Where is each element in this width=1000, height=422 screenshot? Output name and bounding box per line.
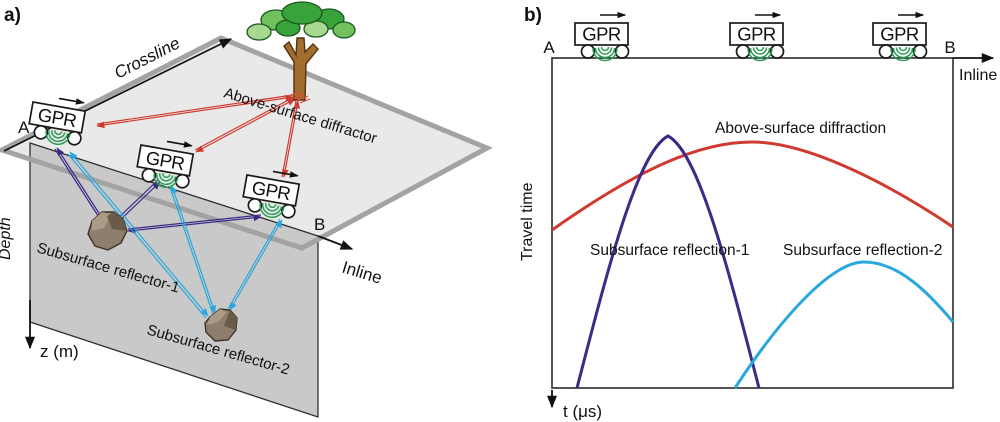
reflection2-rays xyxy=(67,151,283,319)
rock-facet-dark xyxy=(224,310,237,330)
rock-facet-dark xyxy=(107,212,127,231)
diffraction-ray xyxy=(281,100,301,178)
point-b-label-a: B xyxy=(314,215,325,234)
canopy-blob xyxy=(281,1,323,25)
gpr-cart-b2 xyxy=(730,15,784,61)
plot-box xyxy=(551,57,954,389)
reflection1-curve-label: Subsurface reflection-1 xyxy=(590,242,749,259)
panel-b-label: b) xyxy=(524,5,542,26)
panel-a: a) Crossline Inline Depth z (m) xyxy=(0,1,493,418)
z-axis-label: z (m) xyxy=(40,342,79,361)
subsurface-reflection2-curve xyxy=(733,260,955,389)
tree-trunk xyxy=(283,37,319,101)
tree-diffractor xyxy=(246,1,356,104)
diffraction-ray xyxy=(195,98,296,153)
gpr-cart-b3 xyxy=(873,15,927,61)
t-axis-label: t (μs) xyxy=(563,402,602,421)
reflection2-ray-pair xyxy=(169,186,214,315)
point-a-label-a: A xyxy=(18,118,30,137)
diffraction-curve-label: Above-surface diffraction xyxy=(715,120,886,137)
diffraction-ray-pair xyxy=(281,100,297,178)
depth-axis-label: Depth xyxy=(0,217,14,260)
rock-facet-light xyxy=(207,309,227,325)
inline-axis-a-label: Inline xyxy=(340,258,384,288)
gpr-cart-b1 xyxy=(575,15,629,61)
rock-facet-light xyxy=(92,212,111,231)
inline-axis-a xyxy=(317,235,354,250)
inline-axis-b-label: Inline xyxy=(959,67,997,84)
tree-canopy xyxy=(246,1,356,41)
subsurface-reflector-1-rock xyxy=(87,211,128,251)
diffraction-rays xyxy=(96,94,301,178)
panel-b: b) Inline Travel time t (μs) A B Above-s… xyxy=(519,5,997,421)
travel-time-axis-label: Travel time xyxy=(519,182,536,261)
canopy-blob xyxy=(332,21,356,39)
reflection2-curve-label: Subsurface reflection-2 xyxy=(783,242,942,259)
point-a-label-b: A xyxy=(543,38,555,57)
diffraction-point-hatch xyxy=(287,91,311,104)
panel-a-label: a) xyxy=(4,5,21,26)
above-surface-diffraction-curve xyxy=(551,140,954,232)
reflection2-ray xyxy=(171,185,216,314)
subsurface-reflection1-curve xyxy=(575,134,761,389)
point-b-label-b: B xyxy=(944,38,955,57)
reflection2-ray-pair xyxy=(227,218,281,310)
subsurface-reflector-2-rock xyxy=(204,308,238,342)
diffraction-ray-pair xyxy=(194,96,295,151)
canopy-blob xyxy=(246,23,272,41)
reflection2-ray xyxy=(229,219,283,311)
